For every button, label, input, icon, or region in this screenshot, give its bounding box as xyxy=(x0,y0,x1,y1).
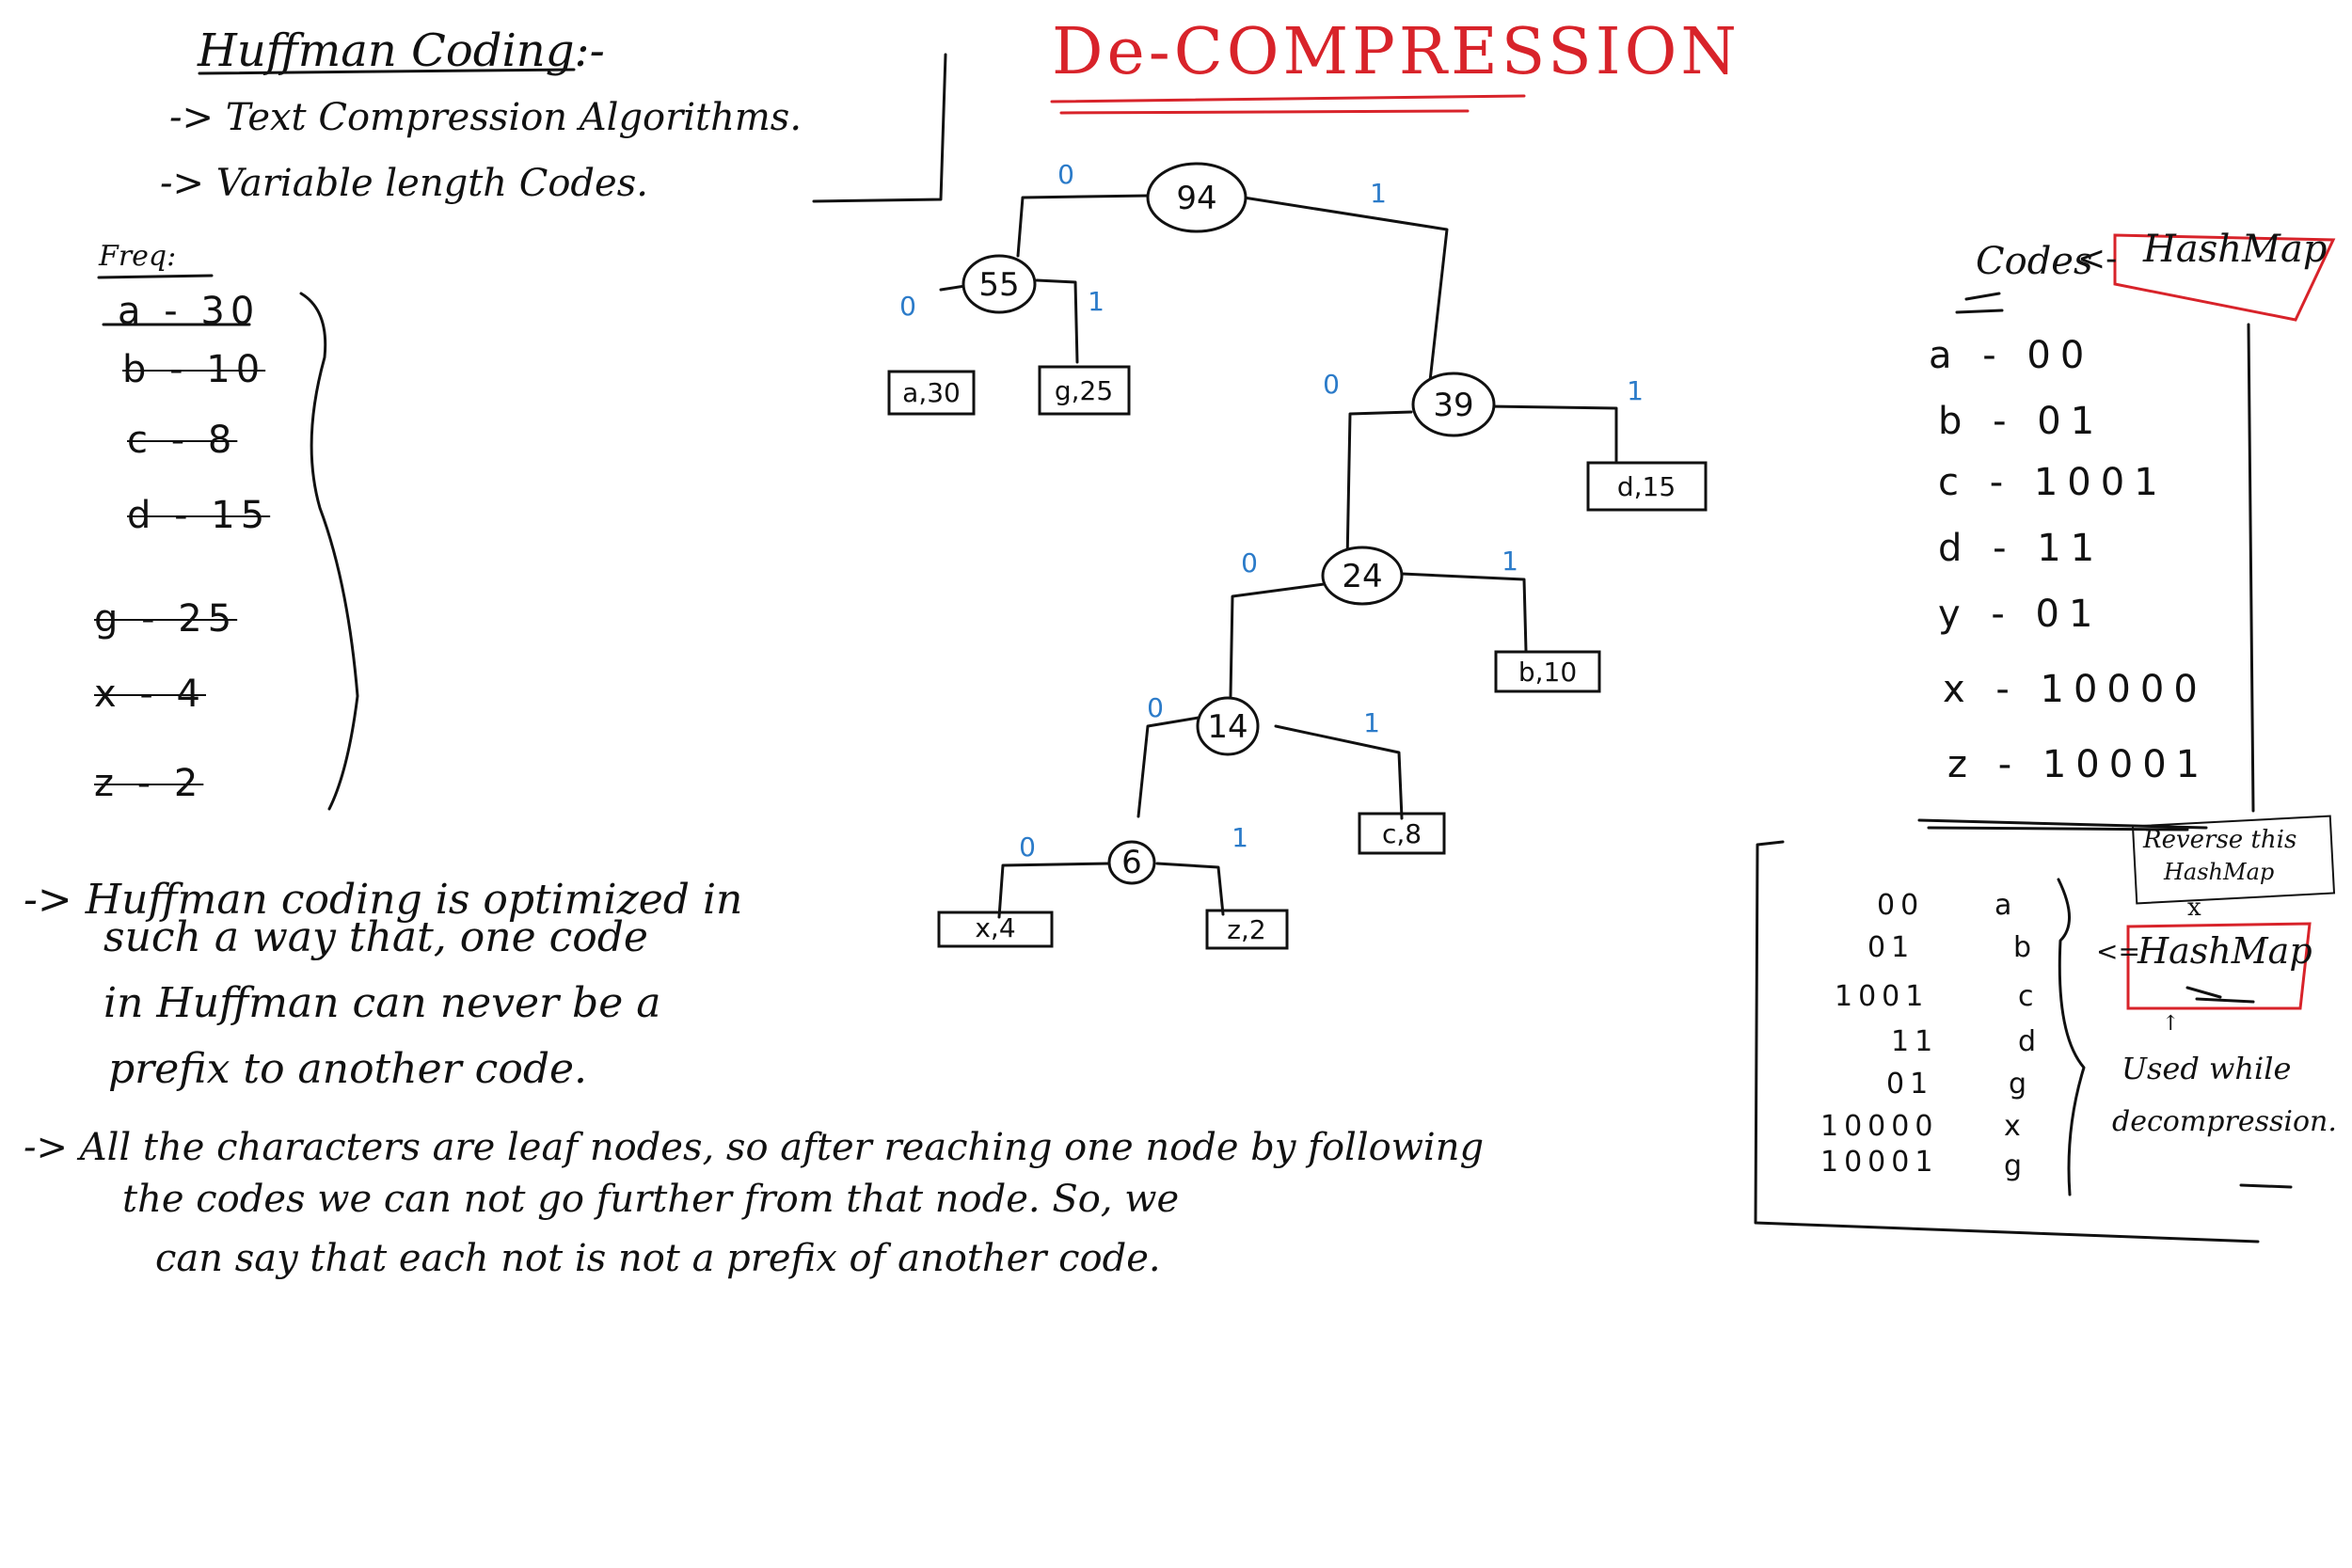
leaf-box-x xyxy=(937,911,1054,948)
note2-line2: the codes we can not go further from tha… xyxy=(122,1178,1180,1221)
code-item-b: b - 01 xyxy=(1938,400,2105,443)
rev-code-0: 00 xyxy=(1877,889,1925,922)
node-circle-94 xyxy=(1146,162,1248,233)
rev-code-4: 01 xyxy=(1886,1068,1934,1101)
node-value-39: 39 xyxy=(1433,387,1473,424)
rev-code-3: 11 xyxy=(1891,1025,1939,1058)
header-box-border xyxy=(812,53,947,203)
note2-line3: can say that each not is not a prefix of… xyxy=(155,1237,1161,1280)
node-value-24: 24 xyxy=(1342,558,1382,595)
leaf-box-c xyxy=(1358,812,1446,855)
used-while-arrow: ↑ xyxy=(2162,1012,2180,1036)
header-title: Huffman Coding:- xyxy=(198,24,605,77)
code-item-x: x - 10000 xyxy=(1943,668,2207,711)
code-item-y: y - 01 xyxy=(1938,593,2103,636)
node-value-55: 55 xyxy=(978,266,1019,304)
leaf-box-d xyxy=(1586,461,1708,512)
title-underline xyxy=(198,68,576,75)
freq-heading: Freq: xyxy=(99,240,177,273)
code-item-a: a - 00 xyxy=(1929,334,2094,377)
leaf-box-a xyxy=(887,370,976,416)
used-while-line1: Used while xyxy=(2122,1051,2292,1086)
leaf-box-z xyxy=(1205,909,1289,950)
freq-item-a: a - 30 xyxy=(118,290,261,333)
node-circle-6 xyxy=(1107,840,1156,885)
freq-underline xyxy=(97,274,214,279)
freq-item-x: x - 4 xyxy=(94,673,206,716)
note1-line1: -> Huffman coding is optimized in xyxy=(24,876,743,924)
page-title: De-COMPRESSION xyxy=(1052,15,1740,89)
freq-item-z: z - 2 xyxy=(94,762,204,805)
leaf-box-b xyxy=(1494,650,1601,693)
codes-bracket xyxy=(2247,323,2255,813)
node-circle-14 xyxy=(1196,696,1260,756)
rev-char-5: x xyxy=(2004,1110,2026,1143)
rev-code-2: 1001 xyxy=(1835,980,1930,1013)
code-item-d: d - 11 xyxy=(1938,527,2105,570)
node-circle-24 xyxy=(1321,546,1404,606)
reverse-map-arrow: <= xyxy=(2096,936,2140,967)
edge-label-3: 1 xyxy=(1088,286,1104,317)
note1-line3: in Huffman can never be a xyxy=(103,979,661,1027)
leaf-label-1: g,25 xyxy=(1055,375,1113,406)
note2-line1: -> All the characters are leaf nodes, so… xyxy=(24,1126,1485,1169)
freq-item-b: b - 10 xyxy=(122,348,266,391)
reverse-hashmap-label: HashMap xyxy=(2137,930,2312,972)
node-value-94: 94 xyxy=(1176,180,1216,217)
note1-line2: such a way that, one code xyxy=(103,913,648,961)
rev-char-0: a xyxy=(1994,889,2018,922)
rev-code-5: 10000 xyxy=(1820,1110,1939,1143)
code-item-c: c - 1001 xyxy=(1938,461,2168,504)
code-item-z: z - 10001 xyxy=(1947,743,2210,786)
edge-label-7: 1 xyxy=(1502,546,1518,577)
rev-code-6: 10001 xyxy=(1820,1146,1939,1179)
edge-label-9: 1 xyxy=(1363,707,1380,738)
rev-code-1: 01 xyxy=(1867,931,1915,964)
leaf-box-g xyxy=(1038,365,1131,416)
edge-label-5: 1 xyxy=(1627,375,1644,406)
leaf-label-4: c,8 xyxy=(1382,818,1422,849)
edge-label-2: 0 xyxy=(899,291,916,322)
note1-line4: prefix to another code. xyxy=(108,1045,588,1093)
leaf-label-3: b,10 xyxy=(1518,657,1577,688)
header-bullet-1: -> Text Compression Algorithms. xyxy=(169,96,803,139)
node-circle-39 xyxy=(1411,372,1496,437)
edge-label-4: 0 xyxy=(1323,369,1340,400)
edge-label-6: 0 xyxy=(1241,547,1258,578)
codes-hashmap-label: HashMap xyxy=(2143,228,2328,271)
codes-heading: Codes xyxy=(1976,240,2093,283)
rev-char-3: d xyxy=(2018,1025,2042,1058)
codes-arrow: <- xyxy=(2077,240,2118,278)
freq-item-d: d - 15 xyxy=(127,494,271,537)
edge-label-8: 0 xyxy=(1147,692,1164,723)
reverse-note-line1: Reverse this xyxy=(2143,826,2297,854)
codes-hashmap-box xyxy=(2113,233,2336,322)
freq-brace xyxy=(299,292,359,811)
freq-item-c: c - 8 xyxy=(127,419,238,462)
leaf-label-5: x,4 xyxy=(975,912,1015,943)
rev-char-4: g xyxy=(2009,1068,2033,1101)
reverse-map-box xyxy=(1754,840,2260,1243)
leaf-label-6: z,2 xyxy=(1227,914,1265,945)
freq-item-g: g - 25 xyxy=(94,597,238,641)
reverse-note-cross: x xyxy=(2187,894,2201,922)
node-value-14: 14 xyxy=(1207,708,1248,746)
edge-label-0: 0 xyxy=(1057,159,1074,190)
reverse-note-line2: HashMap xyxy=(2164,859,2275,885)
rev-char-2: c xyxy=(2018,980,2040,1013)
edge-label-11: 1 xyxy=(1232,822,1248,853)
reverse-hashmap-box xyxy=(2126,922,2312,1010)
used-while-line2: decompression. xyxy=(2112,1105,2337,1138)
edge-label-10: 0 xyxy=(1019,832,1036,863)
reverse-map-brace xyxy=(2057,878,2086,1196)
rev-char-1: b xyxy=(2013,931,2038,964)
node-circle-55 xyxy=(961,254,1037,314)
leaf-label-0: a,30 xyxy=(902,377,961,408)
rev-char-6: g xyxy=(2004,1149,2028,1182)
edge-label-1: 1 xyxy=(1370,178,1387,209)
node-value-6: 6 xyxy=(1121,844,1142,881)
header-bullet-2: -> Variable length Codes. xyxy=(160,162,648,205)
leaf-label-2: d,15 xyxy=(1617,471,1676,502)
